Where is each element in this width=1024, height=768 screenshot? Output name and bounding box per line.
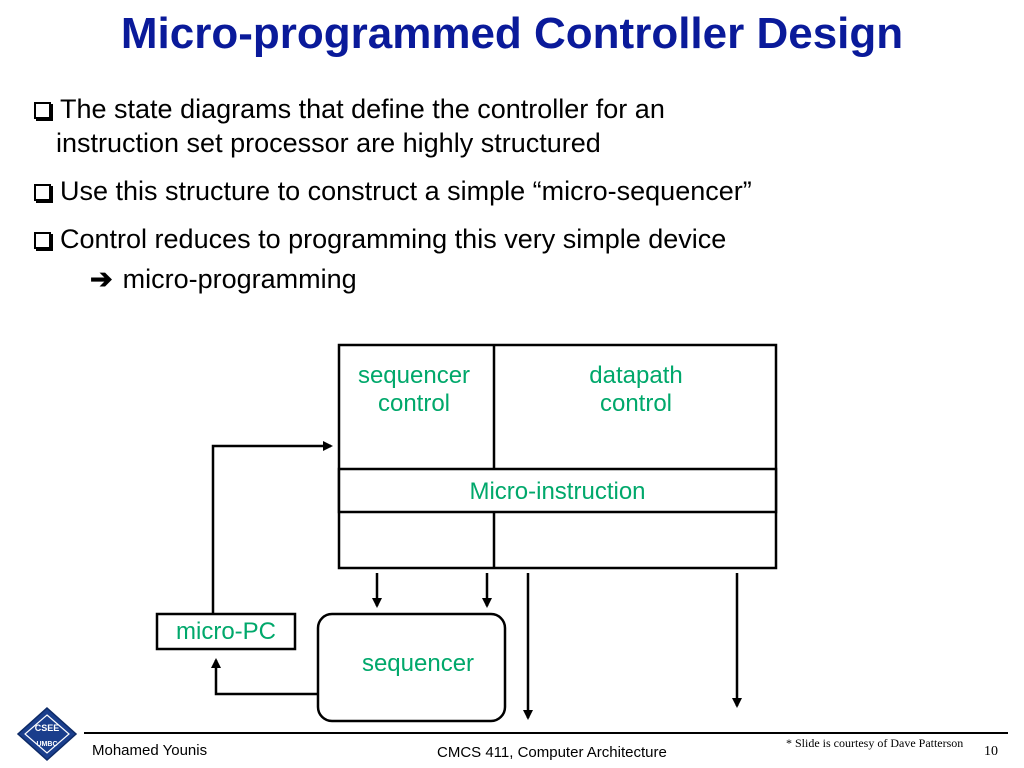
bullet-item: The state diagrams that define the contr…	[34, 92, 1009, 160]
logo-text-top: CSEE	[35, 723, 60, 733]
page-number: 10	[984, 744, 998, 759]
sub-bullet-text: micro-programming	[122, 264, 357, 294]
sub-bullet: ➔ micro-programming	[34, 262, 1009, 296]
logo-text-bottom: UMBC	[37, 741, 58, 748]
footer-divider	[84, 732, 1008, 734]
micro-instruction-label: Micro-instruction	[469, 478, 646, 505]
bullet-text-continuation: instruction set processor are highly str…	[56, 128, 601, 158]
bullet-text: Use this structure to construct a simple…	[60, 176, 752, 206]
sequencer-box	[316, 612, 507, 723]
datapath-control-label: datapath control	[589, 362, 683, 417]
sequencer-label: sequencer	[361, 650, 475, 677]
feedback-arrow-to-micro-pc	[211, 658, 318, 696]
bullet-item: Use this structure to construct a simple…	[34, 174, 1009, 208]
checkbox-bullet-icon	[34, 184, 51, 201]
footer-course: CMCS 411, Computer Architecture	[437, 744, 667, 761]
right-arrow-icon: ➔	[90, 264, 113, 294]
bullet-list: The state diagrams that define the contr…	[34, 92, 1009, 296]
slide-title: Micro-programmed Controller Design	[120, 9, 904, 58]
micro-pc-label: micro-PC	[176, 618, 276, 645]
bullet-text: The state diagrams that define the contr…	[60, 94, 665, 124]
bullet-item: Control reduces to programming this very…	[34, 222, 1009, 256]
control-memory-box	[337, 343, 778, 570]
micro-pc-box	[155, 612, 297, 651]
footer-author: Mohamed Younis	[92, 742, 208, 759]
address-arrow-to-memory	[211, 441, 333, 614]
csee-umbc-logo: CSEE UMBC	[16, 706, 78, 762]
checkbox-bullet-icon	[34, 232, 51, 249]
bullet-text: Control reduces to programming this very…	[60, 224, 727, 254]
checkbox-bullet-icon	[34, 102, 51, 119]
micro-instruction-row	[337, 467, 778, 514]
footer-credit-note: * Slide is courtesy of Dave Patterson	[786, 736, 964, 750]
sequencer-control-label: sequencer control	[357, 362, 471, 417]
